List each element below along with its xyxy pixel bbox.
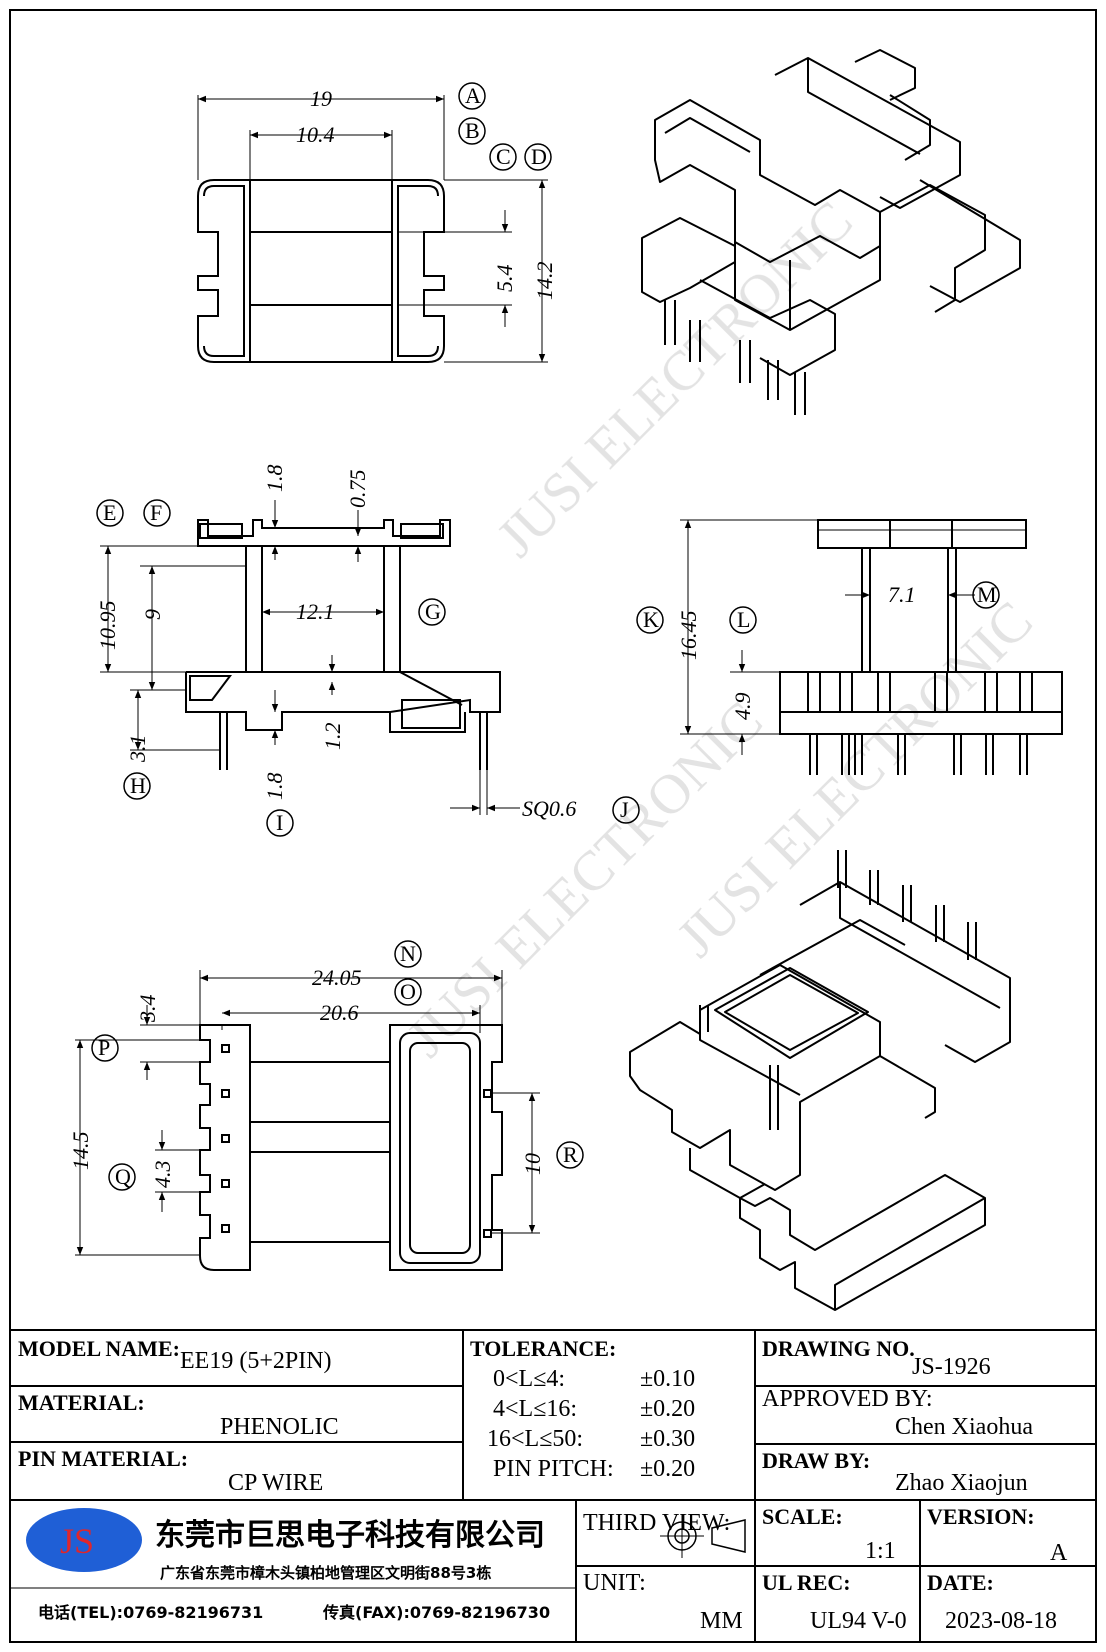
dim-bottom-pin-pitch: 4.3 (150, 1161, 175, 1189)
callout-o: O (400, 979, 416, 1004)
dim-front-total-height: 10.95 (95, 601, 120, 651)
dim-front-base-flange: 1.2 (320, 723, 345, 751)
unit-label: UNIT: (583, 1570, 646, 1596)
tolerance-value-1: ±0.20 (640, 1396, 695, 1422)
dim-front-bottom-flange: 1.8 (262, 773, 287, 801)
company-name: 东莞市巨思电子科技有限公司 (155, 1518, 545, 1553)
drawing-no-value: JS-1926 (912, 1354, 991, 1380)
tolerance-range-1: 4<L≤16: (493, 1396, 577, 1422)
callout-r: R (563, 1142, 578, 1167)
dim-side-height: 16.45 (676, 611, 701, 661)
version-label: VERSION: (927, 1504, 1035, 1529)
approved-by-label: APPROVED BY: (762, 1386, 933, 1412)
ul-rec-label: UL REC: (762, 1570, 851, 1595)
callout-n: N (400, 941, 416, 966)
material-label: MATERIAL: (18, 1390, 145, 1415)
unit-value: MM (700, 1608, 743, 1634)
company-logo-text: JS (60, 1521, 94, 1561)
company-tel: 电话(TEL):0769-82196731 (38, 1603, 263, 1622)
callout-g: G (425, 599, 441, 624)
dim-side-base: 4.9 (730, 693, 755, 721)
dim-bottom-length: 24.05 (312, 965, 362, 990)
bottom-view (75, 970, 540, 1271)
ul-rec-value: UL94 V-0 (810, 1608, 907, 1634)
date-value: 2023-08-18 (945, 1608, 1057, 1634)
third-view-label-text: THIRD VIEW: (583, 1510, 730, 1536)
tolerance-value-3: ±0.20 (640, 1456, 695, 1482)
tolerance-value-2: ±0.30 (640, 1426, 695, 1452)
material-value: PHENOLIC (220, 1414, 339, 1440)
side-view (680, 519, 1063, 775)
isometric-view-top (641, 49, 1021, 415)
callout-k: K (643, 607, 659, 632)
dim-front-top-flange: 1.8 (262, 465, 287, 493)
dim-front-base-height: 3.1 (125, 735, 150, 764)
tolerance-range-2: 16<L≤50: (487, 1426, 583, 1452)
tolerance-range-3: PIN PITCH: (493, 1456, 614, 1482)
callout-i: I (276, 810, 283, 835)
scale-value: 1:1 (865, 1538, 896, 1564)
draw-by-value: Zhao Xiaojun (895, 1470, 1028, 1496)
pin-material-value: CP WIRE (228, 1470, 323, 1496)
callout-m: M (977, 582, 997, 607)
callouts-top (458, 82, 552, 171)
callouts-front (96, 499, 640, 837)
date-label: DATE: (927, 1570, 994, 1595)
title-block (10, 1329, 1096, 1642)
callout-e: E (103, 500, 116, 525)
isometric-view-bottom (629, 850, 1011, 1311)
company-logo (26, 1508, 142, 1572)
dim-front-pin-size: SQ0.6 (522, 796, 576, 821)
drawing-no-label: DRAWING NO. (762, 1336, 915, 1361)
front-view (100, 500, 520, 815)
dim-bottom-pin-row-span: 14.5 (68, 1132, 93, 1171)
model-name-label: MODEL NAME: (18, 1336, 180, 1361)
tolerance-range-0: 0<L≤4: (493, 1366, 565, 1392)
top-view (197, 95, 548, 363)
dim-top-slot-width: 10.4 (296, 122, 335, 147)
callout-p: P (98, 1035, 110, 1060)
third-view-label: THIRD VIEW: (583, 1510, 730, 1536)
tolerance-value-0: ±0.10 (640, 1366, 695, 1392)
sheet-border (9, 9, 1097, 1643)
third-angle-projection-icon (660, 1514, 746, 1558)
model-name-value: EE19 (5+2PIN) (180, 1348, 332, 1374)
pin-material-label: PIN MATERIAL: (18, 1446, 188, 1471)
dim-top-overall-height: 14.2 (532, 262, 557, 301)
company-address: 广东省东莞市樟木头镇柏地管理区文明街88号3栋 (160, 1564, 491, 1582)
tolerance-label: TOLERANCE: (470, 1336, 616, 1361)
callout-f: F (150, 500, 162, 525)
callouts-bottom (91, 940, 584, 1191)
draw-by-label: DRAW BY: (762, 1448, 870, 1473)
callout-h: H (130, 773, 146, 798)
dim-top-overall-width: 19 (310, 86, 332, 111)
callout-l: L (737, 607, 750, 632)
dim-top-slot-height: 5.4 (492, 265, 517, 293)
version-value: A (1050, 1540, 1068, 1566)
scale-label: SCALE: (762, 1504, 843, 1529)
callout-b: B (465, 118, 480, 143)
callout-a: A (465, 83, 481, 108)
dim-bottom-pin-offset: 3.4 (135, 995, 160, 1024)
dim-front-window-width: 12.1 (296, 599, 335, 624)
dim-front-wall: 0.75 (345, 470, 370, 509)
callouts-side (636, 581, 1000, 634)
dim-side-width: 7.1 (888, 582, 916, 607)
approved-by-value: Chen Xiaohua (895, 1414, 1033, 1440)
dim-bottom-inner-length: 20.6 (320, 1000, 359, 1025)
callout-d: D (531, 144, 547, 169)
callout-q: Q (115, 1164, 131, 1189)
company-fax: 传真(FAX):0769-82196730 (322, 1603, 550, 1622)
callout-c: C (496, 144, 511, 169)
dim-bottom-right-pitch: 10 (520, 1153, 545, 1175)
dim-front-window-height: 9 (140, 609, 165, 620)
callout-j: J (620, 797, 629, 822)
